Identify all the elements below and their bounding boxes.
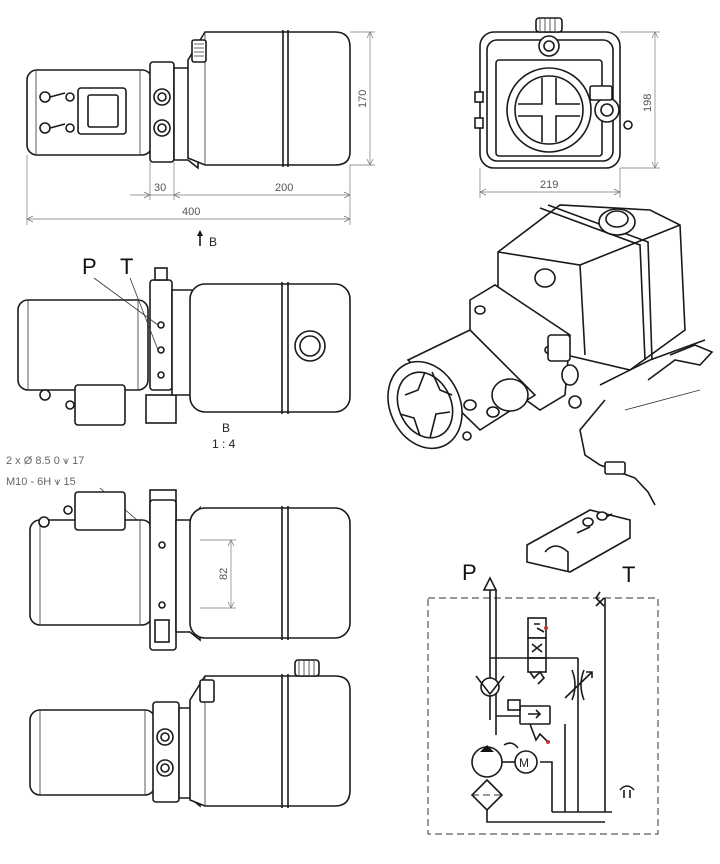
port-p	[157, 321, 165, 329]
iso-solenoid	[491, 378, 529, 412]
end-view: 198 219	[474, 17, 660, 198]
breather-cap-end	[538, 35, 560, 57]
view-b-title: B	[222, 421, 230, 435]
dim-mount-spacing: 82	[218, 568, 230, 580]
oil-tank-side	[189, 675, 351, 807]
mounting-flange	[149, 61, 175, 163]
breather-cap-side	[294, 659, 320, 677]
view-b: P T B 1 : 4	[17, 254, 351, 451]
iso-breather	[598, 208, 636, 236]
valve-solenoid-end	[594, 97, 620, 123]
port-p-fitting	[153, 88, 171, 106]
schematic-motor-label: M	[519, 756, 529, 770]
note-thread: M10 - 6H ⩛ 15	[6, 476, 76, 488]
oil-tank-bottom	[189, 507, 351, 639]
dim-overall-length: 400	[182, 206, 200, 218]
schematic-label-t: T	[622, 562, 635, 587]
side-view	[29, 659, 351, 808]
schematic-boundary	[427, 597, 659, 835]
dim-tank-length: 200	[275, 182, 293, 194]
dim-height-side: 170	[357, 90, 369, 108]
note-holes: 2 x Ø 8.5 0 ⩛ 17	[6, 455, 84, 467]
bottom-view: 82	[29, 489, 351, 651]
solenoid-valve-symbol	[490, 617, 578, 685]
oil-tank	[187, 31, 351, 166]
view-b-scale: 1 : 4	[212, 437, 236, 451]
check-valve-symbol	[475, 675, 505, 697]
view-b-arrow: B	[197, 230, 217, 249]
pump-motor-symbol: M	[471, 742, 538, 778]
p-port-arrow	[482, 576, 498, 591]
filter-symbol	[470, 778, 504, 812]
iso-plug-connector	[526, 509, 631, 573]
oil-tank-b	[189, 283, 351, 413]
view-b-arrow-label: B	[209, 235, 217, 249]
port-t	[157, 346, 165, 354]
motor-body-b	[17, 299, 149, 391]
motor-end-cap	[506, 67, 592, 153]
port-t-fitting	[153, 119, 171, 137]
iso-motor-endcap	[387, 360, 463, 450]
hydraulic-schematic: P T	[427, 560, 659, 835]
dim-width-end: 219	[540, 179, 558, 191]
dim-height-end: 198	[642, 94, 654, 112]
iso-cable	[599, 339, 706, 386]
isometric-view	[387, 204, 714, 573]
label-port-t: T	[120, 254, 133, 279]
label-port-p: P	[82, 254, 97, 279]
start-solenoid-b	[74, 384, 126, 426]
start-solenoid-bottom	[74, 491, 126, 531]
motor-body-side	[29, 709, 156, 796]
breather-cap	[191, 39, 207, 63]
top-view: 170 30 200 400	[26, 30, 375, 225]
relief-valve-symbol	[496, 699, 551, 744]
dim-flange-width: 30	[154, 182, 166, 194]
schematic-label-p: P	[462, 560, 477, 585]
motor-body-bottom	[29, 519, 153, 626]
flange-side	[152, 701, 180, 803]
tank-symbol	[619, 785, 635, 798]
